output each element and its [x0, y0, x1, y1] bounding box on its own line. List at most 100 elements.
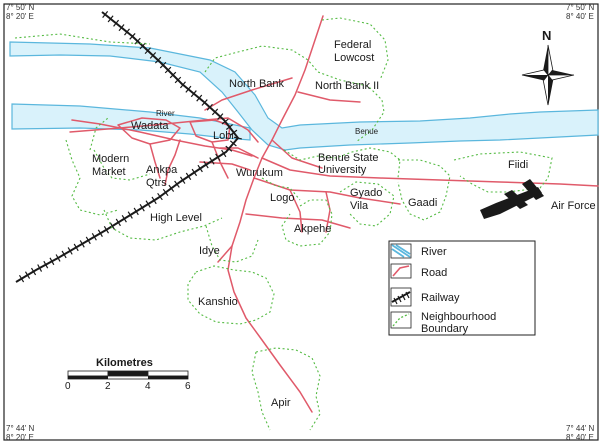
scale-tick-4: 4 [145, 381, 151, 392]
river-label: River [156, 109, 175, 118]
label-air-force: Air Force [551, 200, 596, 212]
label-gyado-vila-1: Gyado [350, 187, 383, 199]
railway-tick [185, 172, 192, 180]
railway-tick [221, 149, 227, 158]
railway-tick [103, 226, 110, 234]
railway-tick [196, 94, 203, 102]
scale-tick-2: 2 [105, 381, 111, 392]
benue-label: Benue [355, 127, 379, 136]
label-lobi: Lobi [213, 130, 234, 142]
railway-tick [85, 236, 91, 245]
label-logo: Logo [270, 192, 295, 204]
railway-tick [230, 129, 238, 136]
railway-tick [174, 180, 180, 188]
legend-boundary-label-1: Neighbourhood [421, 311, 497, 323]
railway-tick [154, 56, 162, 64]
north-label: N [542, 28, 552, 43]
railway-tick [157, 192, 163, 201]
railway-tick [209, 157, 215, 165]
railway-tick [97, 229, 103, 238]
railway-tick [221, 118, 229, 125]
railway-tick [233, 136, 242, 140]
label-gyado-vila-2: Vila [350, 200, 369, 212]
corner-top-right-lat: 7° 50' N [566, 3, 595, 12]
label-north-bank: North Bank [229, 78, 285, 90]
railway-tick [159, 61, 167, 69]
label-gaadi: Gaadi [408, 197, 438, 209]
railway-tick [67, 247, 73, 255]
railway-tick [124, 28, 130, 36]
railway-ticks [18, 11, 242, 283]
corner-top-right-lon: 8° 40' E [566, 12, 594, 21]
railway-tick [229, 140, 237, 147]
corner-bottom-right-lon: 8° 40' E [566, 433, 594, 442]
legend-road-label: Road [421, 267, 448, 279]
railway-tick [133, 207, 139, 216]
label-ankpa-qtrs-2: Qtrs [146, 177, 167, 189]
railway-tick [139, 42, 146, 50]
map-frame [3, 3, 599, 441]
legend-boundary-swatch [392, 313, 410, 327]
railway-tick [107, 15, 114, 23]
label-benue-state-university-2: University [318, 164, 367, 176]
railway-tick [127, 211, 133, 219]
railway-tick [43, 260, 49, 269]
label-north-bank-ii: North Bank II [315, 80, 380, 92]
label-wadata: Wadata [131, 120, 169, 132]
railway-tick [215, 153, 221, 161]
corner-bottom-left-lat: 7° 44' N [6, 424, 35, 433]
label-apir: Apir [271, 397, 291, 409]
legend-river-label: River [421, 246, 447, 258]
scale-tick-6: 6 [185, 381, 191, 392]
railway-tick [113, 19, 120, 27]
railway-tick [203, 161, 209, 169]
corner-top-left-lon: 8° 20' E [6, 12, 34, 21]
railway-tick [211, 108, 219, 116]
legend-boundary-label-2: Boundary [421, 323, 469, 335]
railway-tick [91, 233, 97, 241]
railway-tick [217, 113, 224, 120]
railway-tick [30, 267, 37, 276]
railway-tick [102, 11, 109, 18]
railway-tick [109, 222, 115, 230]
label-kanshio: Kanshio [198, 296, 238, 308]
river-benue [9, 41, 599, 151]
railway-tick [55, 254, 61, 262]
airplane-icon [480, 179, 544, 219]
label-modern-market-1: Modern [92, 153, 130, 165]
railway-tick [73, 243, 79, 252]
railway-tick [18, 274, 25, 283]
railway-tick [168, 184, 175, 192]
north-arrow-icon [521, 44, 575, 106]
railway-tick [145, 200, 151, 208]
railway-tick [115, 218, 121, 227]
railway-tick [164, 66, 172, 74]
railway [15, 11, 240, 283]
label-akpehe: Akpehe [294, 223, 332, 235]
corner-bottom-left-lon: 8° 20' E [6, 433, 34, 442]
railway-tick [225, 124, 234, 130]
railway-tick [225, 145, 233, 152]
label-modern-market-2: Market [92, 166, 126, 178]
label-wurukum: Wurukum [236, 167, 283, 179]
railway-tick [179, 81, 186, 89]
label-ankpa-qtrs-1: Ankpa [146, 164, 178, 176]
railway-tick [169, 71, 177, 79]
legend-river-swatch [391, 244, 411, 258]
railway-tick [129, 33, 136, 40]
label-fiidi: Fiidi [508, 159, 529, 171]
railway-tick [139, 204, 145, 212]
railway-tick [179, 176, 186, 184]
railway-tick [49, 257, 55, 266]
label-benue-state-university-1: Benue State [318, 152, 379, 164]
railway-tick [197, 164, 203, 173]
label-federal-lowcost-2: Lowcost [334, 52, 375, 64]
railway-tick [118, 24, 125, 32]
railway-tick [174, 76, 182, 84]
label-high-level: High Level [150, 212, 202, 224]
legend-road-swatch [392, 265, 410, 277]
scale-bar [67, 370, 189, 380]
corner-bottom-right-lat: 7° 44' N [566, 424, 595, 433]
